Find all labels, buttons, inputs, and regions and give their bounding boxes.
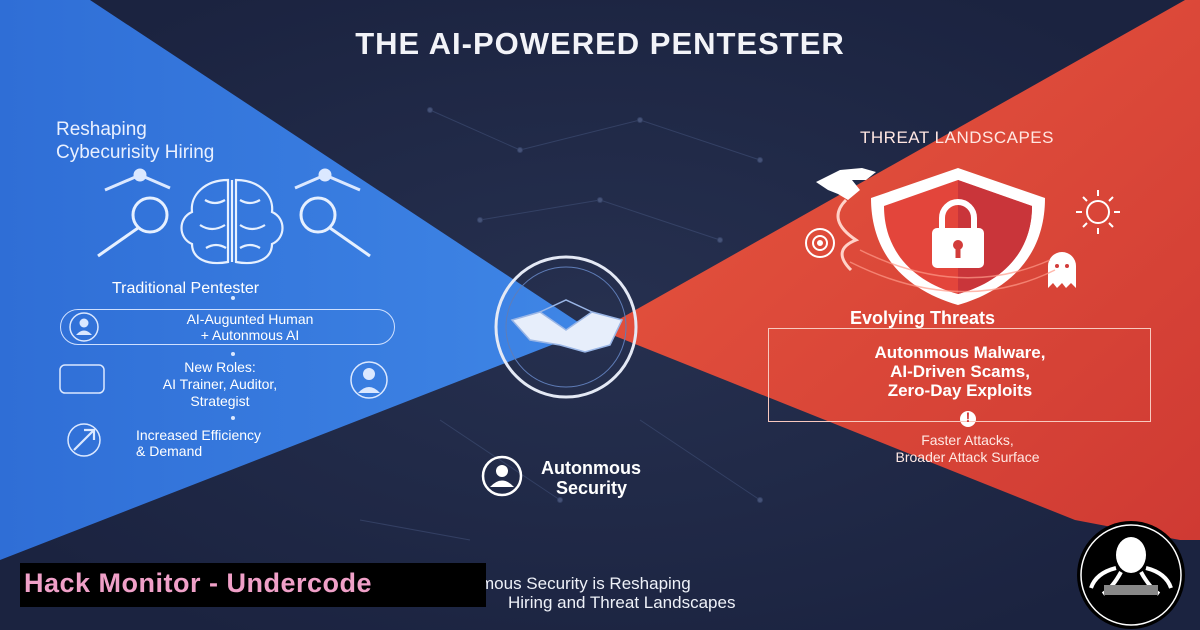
watermark-banner	[20, 563, 486, 607]
alert-mark: !	[965, 409, 971, 425]
page-title: THE AI-POWERED PENTESTER	[355, 26, 845, 61]
shield-lock-icon	[871, 168, 1045, 305]
target-icon	[805, 228, 835, 258]
threats-box	[768, 328, 1151, 422]
robot-head-icon	[59, 364, 105, 394]
traditional-pentester-label: Traditional Pentester	[112, 280, 260, 297]
faster-line: Broader Attack Surface	[895, 449, 1040, 465]
threat-item: AI-Driven Scams,	[890, 362, 1030, 381]
swirl-decoration	[849, 249, 1056, 293]
virus-icon	[1076, 190, 1120, 234]
threat-item: Zero-Day Exploits	[887, 381, 1033, 400]
roles-line: Strategist	[190, 393, 250, 409]
handshake-icon	[494, 255, 638, 399]
efficiency-text: Increased Efficiency & Demand	[136, 427, 261, 459]
brain-icon	[180, 178, 284, 265]
octopus-logo	[1077, 521, 1185, 629]
caption-line: mous Security is Reshaping	[480, 574, 691, 593]
threat-item: Autonmous Malware,	[874, 343, 1046, 362]
threats-list: Autonmous Malware, AI-Driven Scams, Zero…	[770, 343, 1150, 400]
left-panel	[0, 0, 590, 560]
augmented-line: AI-Augunted Human	[186, 311, 314, 327]
arrow-up-right-icon	[67, 423, 101, 457]
left-heading-line: Cybecurisity Hiring	[56, 142, 215, 163]
dragon-icon	[816, 168, 876, 272]
autonomous-line: Security	[556, 478, 628, 498]
augmented-line: + Autonmous AI	[200, 327, 300, 343]
bottom-caption: mous Security is Reshaping Hiring and Th…	[480, 574, 735, 612]
evolving-threats-label: Evolying Threats	[850, 308, 996, 328]
watermark-text: Hack Monitor - Undercode	[24, 568, 373, 598]
robot-arm-icon	[104, 168, 361, 192]
alert-icon	[960, 411, 976, 427]
faster-line: Faster Attacks,	[921, 432, 1014, 448]
circuit-network	[359, 107, 763, 541]
augmented-text: AI-Augunted Human + Autonmous AI	[120, 311, 380, 343]
autonomous-line: Autonmous	[541, 458, 641, 478]
right-heading: THREAT LANDSCAPES	[860, 128, 1054, 147]
autonomous-security-label: Autonmous Security	[541, 458, 641, 498]
business-person-icon	[350, 361, 388, 399]
new-roles-text: New Roles: AI Trainer, Auditor, Strategi…	[110, 359, 330, 410]
efficiency-line: Increased Efficiency	[136, 427, 262, 443]
roles-line: AI Trainer, Auditor,	[162, 376, 278, 392]
faster-attacks-text: Faster Attacks, Broader Attack Surface	[830, 432, 1105, 466]
efficiency-line: & Demand	[136, 443, 203, 459]
augmented-pill	[60, 309, 395, 345]
caption-line: Hiring and Threat Landscapes	[508, 593, 736, 612]
ghost-icon	[1048, 252, 1076, 288]
magnifier-icon	[97, 196, 371, 258]
left-heading: Reshaping Cybecurisity Hiring	[56, 118, 214, 164]
roles-line: New Roles:	[184, 359, 256, 375]
left-heading-line: Reshaping	[56, 119, 147, 140]
security-user-icon	[481, 455, 523, 497]
